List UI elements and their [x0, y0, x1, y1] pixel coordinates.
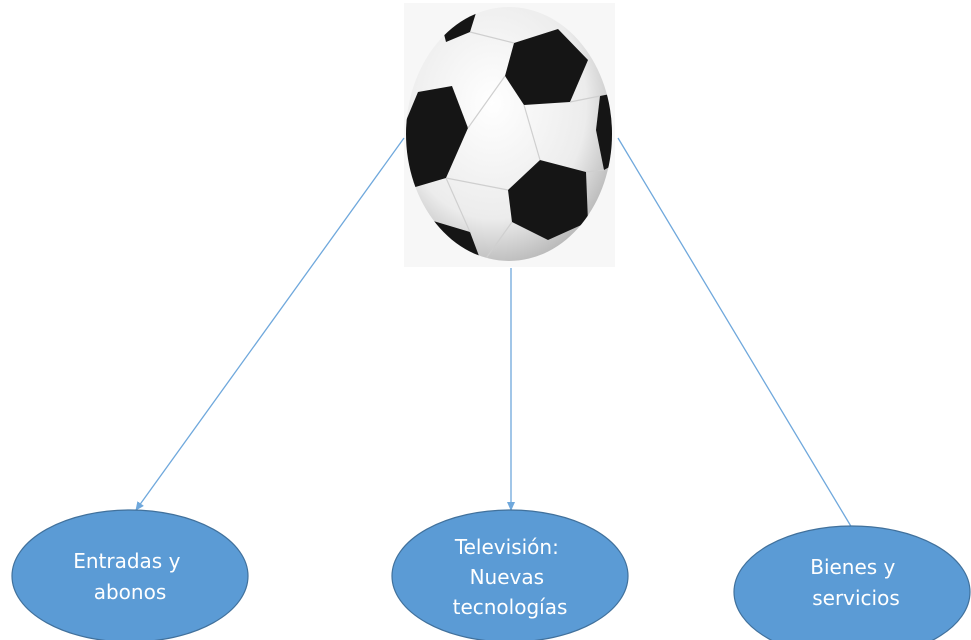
arrow-to-entradas: [135, 137, 405, 511]
node-bienes-line-2: servicios: [812, 586, 900, 610]
node-entradas-line-2: abonos: [94, 580, 167, 604]
soccer-ball-icon: [404, 3, 615, 267]
arrow-to-bienes: [617, 137, 859, 539]
node-bienes-label: Bienes y servicios: [810, 555, 902, 610]
node-entradas: Entradas y abonos: [11, 509, 249, 640]
ball-patch: [508, 160, 588, 240]
ball-patch: [505, 29, 588, 105]
node-television: Televisión: Nuevas tecnologías: [391, 509, 629, 640]
node-television-line-3: tecnologías: [453, 595, 568, 619]
ball-patch: [596, 92, 612, 170]
node-television-line-2: Nuevas: [470, 565, 544, 589]
node-bienes-line-1: Bienes y: [810, 555, 895, 579]
node-entradas-line-1: Entradas y: [73, 549, 180, 573]
node-bienes: Bienes y servicios: [733, 525, 971, 640]
node-television-line-1: Televisión:: [454, 535, 559, 559]
ball-patch: [406, 86, 468, 188]
node-entradas-shape: [11, 509, 249, 640]
node-bienes-shape: [733, 525, 971, 640]
node-television-label: Televisión: Nuevas tecnologías: [453, 535, 568, 619]
node-entradas-label: Entradas y abonos: [73, 549, 187, 604]
node-television-shape: [391, 509, 629, 640]
